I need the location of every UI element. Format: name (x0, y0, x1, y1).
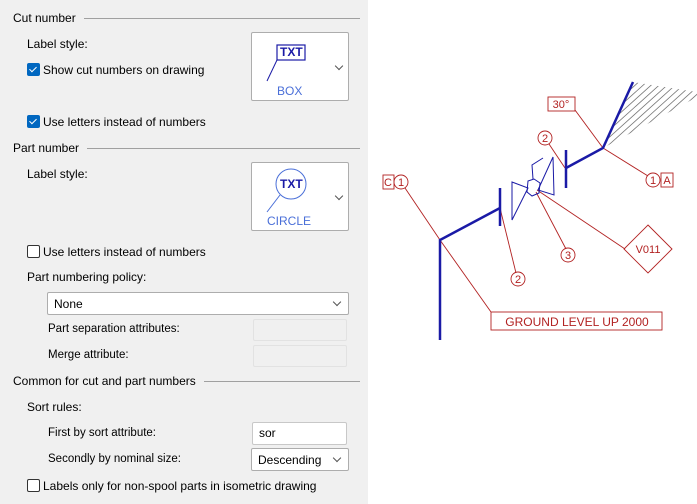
labels-only-label[interactable]: Labels only for non-spool parts in isome… (43, 479, 317, 493)
sort-rules-label: Sort rules: (27, 400, 82, 414)
cut-number-group: Cut number (13, 11, 360, 25)
labels-only-checkbox[interactable] (27, 479, 40, 492)
part-use-letters-label[interactable]: Use letters instead of numbers (43, 245, 206, 259)
show-cut-numbers-label[interactable]: Show cut numbers on drawing (43, 63, 205, 77)
part-number-3: 3 (565, 250, 571, 262)
second-sort-label: Secondly by nominal size: (48, 453, 181, 465)
common-group: Common for cut and part numbers (13, 374, 360, 388)
separation-label: Part separation attributes: (48, 323, 180, 335)
box-style-preview-icon (266, 44, 306, 82)
leader-lines (382, 96, 674, 331)
preview-text: TXT (280, 45, 303, 59)
merge-label: Merge attribute: (48, 349, 129, 361)
elevation-label: GROUND LEVEL UP 2000 (505, 315, 649, 329)
pipe-drawing (438, 81, 635, 340)
part-label-style-dropdown[interactable]: TXT CIRCLE (251, 162, 349, 231)
show-cut-numbers-checkbox[interactable] (27, 63, 40, 76)
group-title: Common for cut and part numbers (13, 374, 196, 388)
merge-attribute-field[interactable] (253, 345, 347, 367)
valve-tag: V011 (636, 244, 661, 256)
preview-name: BOX (277, 84, 303, 98)
settings-panel: Cut number Label style: Show cut numbers… (0, 0, 368, 504)
cut-label-style-dropdown[interactable]: TXT BOX (251, 32, 349, 101)
part-number-1: 1 (650, 175, 656, 187)
part-number-group: Part number (13, 141, 360, 155)
sort-order-value: Descending (258, 453, 322, 467)
policy-label: Part numbering policy: (27, 270, 147, 284)
cut-label-c: C (384, 177, 392, 189)
wall-hatch (603, 82, 697, 148)
separation-attributes-field[interactable] (253, 319, 347, 341)
label-style-label: Label style: (27, 37, 88, 51)
chevron-down-icon (332, 297, 342, 307)
group-title: Cut number (13, 11, 76, 25)
part-number-2: 2 (515, 274, 521, 286)
preview-text: TXT (280, 177, 303, 191)
cut-use-letters-label[interactable]: Use letters instead of numbers (43, 115, 206, 129)
first-sort-attribute-input[interactable]: sor (252, 422, 347, 445)
part-number-1: 1 (398, 177, 404, 189)
chevron-down-icon (332, 453, 342, 463)
cut-label-a: A (663, 175, 671, 187)
annotation-labels: 30° 2 C 1 1 A 2 3 V011 GROUND LEVEL UP 2… (384, 99, 671, 329)
preview-name: CIRCLE (267, 214, 312, 228)
circle-style-preview-icon (266, 168, 307, 213)
policy-value: None (54, 297, 83, 311)
cut-use-letters-checkbox[interactable] (27, 115, 40, 128)
angle-label: 30° (553, 99, 570, 111)
label-style-label: Label style: (27, 167, 88, 181)
first-sort-label: First by sort attribute: (48, 427, 157, 439)
part-number-2: 2 (542, 133, 548, 145)
part-use-letters-checkbox[interactable] (27, 245, 40, 258)
nominal-size-order-select[interactable]: Descending (251, 448, 349, 471)
part-numbering-policy-select[interactable]: None (47, 292, 349, 315)
group-title: Part number (13, 141, 80, 155)
